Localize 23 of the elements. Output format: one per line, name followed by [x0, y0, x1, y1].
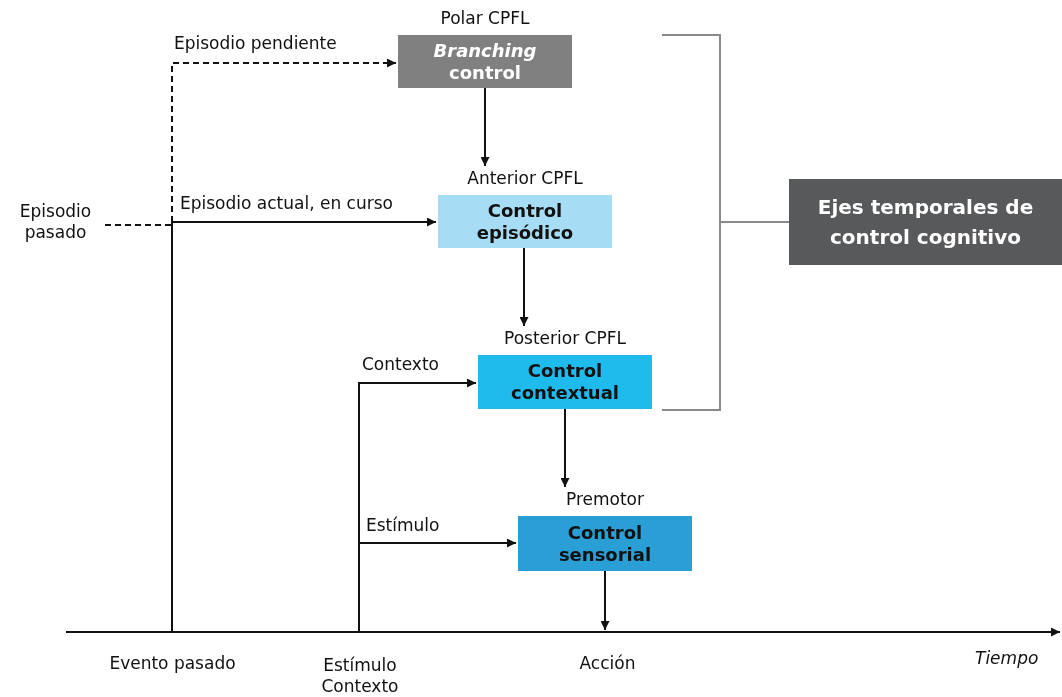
event-label: Evento pasado	[108, 653, 237, 674]
process-box: Control contextual	[478, 355, 652, 409]
arrow	[560, 408, 570, 488]
process-box: Control episódico	[438, 195, 612, 248]
axis-label: Tiempo	[975, 648, 1039, 669]
event-label: Acción	[578, 653, 637, 674]
process-box: Control sensorial	[518, 516, 692, 571]
region-heading: Premotor	[564, 489, 645, 509]
region-heading: Polar CPFL	[439, 8, 531, 28]
region-heading: Anterior CPFL	[466, 168, 584, 188]
arrow	[600, 570, 610, 631]
event-label: Estímulo Contexto	[320, 655, 400, 697]
event-label: Episodio pasado	[8, 201, 103, 247]
edge-label: Episodio actual, en curso	[178, 193, 395, 213]
title-box: Ejes temporales de control cognitivo	[789, 179, 1062, 265]
arrow	[480, 87, 490, 167]
arrow	[519, 247, 529, 327]
arrow	[358, 538, 517, 633]
edge-label: Episodio pendiente	[172, 33, 339, 53]
region-heading: Posterior CPFL	[503, 328, 627, 348]
process-box: Branching control	[398, 35, 572, 88]
arrow	[104, 58, 397, 226]
arrow	[171, 217, 437, 633]
